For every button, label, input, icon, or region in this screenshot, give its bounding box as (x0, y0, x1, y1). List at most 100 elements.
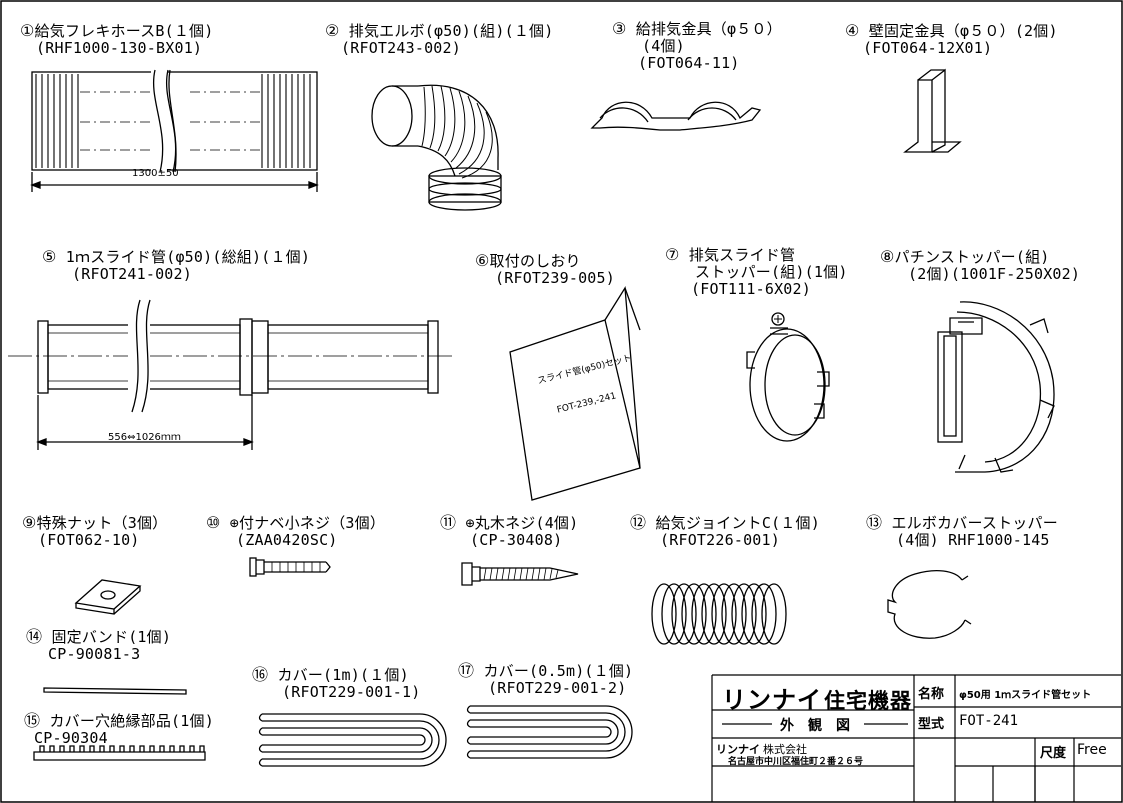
part-4-number: ④ (845, 21, 860, 40)
part-16-label: ⑯ カバー(1m)(１個) (RFOT229-001-1) (252, 666, 420, 701)
company-suffix: 株式会社 (763, 743, 807, 756)
wall-bracket-drawing (903, 68, 962, 153)
part-8-code: (2個)(1001F-250X02) (908, 265, 1081, 283)
title-block-grid (711, 674, 1121, 802)
part-3-qty: (4個) (642, 37, 685, 55)
part-2-code: (RFOT243-002) (341, 39, 461, 57)
part-12-name: 給気ジョイントC(１個) (655, 514, 820, 532)
part-17-number: ⑰ (458, 661, 475, 680)
part-3-label: ③ 給排気金具（φ５０） (4個) (FOT064-11) (612, 20, 782, 72)
part-13-label: ⑬ エルボカバーストッパー (4個) RHF1000-145 (866, 514, 1058, 549)
part-6-number: ⑥ (475, 251, 490, 270)
part-5-label: ⑤ 1ｍスライド管(φ50)(総組)(１個) (RFOT241-002) (42, 248, 310, 283)
slide-pipe-drawing (8, 299, 455, 450)
part-7-code: (FOT111-6X02) (691, 280, 811, 298)
name-value: φ50用 1ｍスライド管セット (959, 690, 1092, 701)
part-9-number: ⑨ (22, 513, 37, 532)
scale-label: 尺度 (1040, 746, 1067, 761)
part-16-code: (RFOT229-001-1) (282, 683, 421, 701)
part-12-label: ⑫ 給気ジョイントC(１個) (RFOT226-001) (630, 514, 820, 549)
part-9-name: 特殊ナット（3個） (36, 514, 168, 532)
part-10-number: ⑩ (206, 513, 221, 532)
part-9-code: (FOT062-10) (38, 531, 140, 549)
part-5-name: 1ｍスライド管(φ50)(総組)(１個) (65, 248, 311, 266)
part-17-label: ⑰ カバー(0.5m)(１個) (RFOT229-001-2) (458, 662, 633, 697)
brand-logo: リンナイ住宅機器 (722, 680, 912, 715)
company-address: 名古屋市中川区福住町２番２６号 (728, 757, 864, 767)
part-13-code: (4個) RHF1000-145 (896, 531, 1050, 549)
cover-1m-drawing (258, 713, 447, 767)
company-name: リンナイ株式会社 (716, 741, 807, 757)
brand-name: リンナイ (722, 686, 822, 714)
brand-subtitle: 住宅機器 (824, 689, 912, 713)
part-7-qty: ストッパー(組)(1個) (695, 263, 848, 281)
install-booklet-drawing (509, 285, 641, 501)
part-8-name: パチンストッパー(組) (894, 248, 1050, 266)
part-1-number: ① (20, 21, 35, 40)
company-brand: リンナイ (716, 743, 760, 756)
name-label: 名称 (918, 687, 945, 702)
part-14-code: CP-90081-3 (48, 645, 141, 663)
cover-05m-drawing (466, 705, 633, 759)
part-7-label: ⑦ 排気スライド管 ストッパー(組)(1個) (FOT111-6X02) (665, 246, 848, 298)
part-8-label: ⑧パチンストッパー(組) (2個)(1001F-250X02) (880, 248, 1080, 283)
part-1-name: 給気フレキホースB(１個) (34, 22, 214, 40)
part-16-number: ⑯ (252, 665, 269, 684)
part-3-number: ③ (612, 19, 627, 38)
air-joint-drawing (651, 583, 787, 645)
wood-screw-drawing (461, 562, 579, 586)
part-3-code: (FOT064-11) (638, 54, 740, 72)
part-2-label: ② 排気エルボ(φ50)(組)(１個) (RFOT243-002) (325, 22, 553, 57)
part-6-code: (RFOT239-005) (495, 269, 615, 287)
exhaust-bracket-drawing (590, 101, 762, 131)
part-1-code: (RHF1000-130-BX01) (36, 39, 203, 57)
part-5-code: (RFOT241-002) (72, 265, 192, 283)
part-3-name: 給排気金具（φ５０） (635, 20, 782, 38)
part-17-name: カバー(0.5m)(１個) (483, 662, 634, 680)
part-4-code: (FOT064-12X01) (863, 39, 993, 57)
elbow-cover-stopper-drawing (887, 569, 972, 639)
part-6-label: ⑥取付のしおり (RFOT239-005) (475, 252, 615, 287)
part-15-label: ⑮ カバー穴絶縁部品(1個) CP-90304 (24, 712, 214, 747)
part-6-name: 取付のしおり (489, 252, 581, 270)
insulator-drawing (33, 745, 206, 761)
model-value: FOT-241 (959, 713, 1019, 729)
part-5-number: ⑤ (42, 247, 57, 266)
part-11-label: ⑪ ⊕丸木ネジ(4個) (CP-30408) (440, 514, 578, 549)
model-label: 型式 (918, 717, 945, 732)
part-7-name: 排気スライド管 (688, 246, 796, 264)
part-10-name: ⊕付ナベ小ネジ（3個） (229, 514, 386, 532)
part-16-name: カバー(1m)(１個) (277, 666, 409, 684)
part-7-number: ⑦ (665, 245, 680, 264)
part-14-label: ⑭ 固定バンド(1個) CP-90081-3 (26, 628, 171, 663)
part-2-number: ② (325, 21, 340, 40)
part-14-number: ⑭ (26, 627, 43, 646)
fixing-band-drawing (43, 687, 187, 695)
part-12-number: ⑫ (630, 513, 647, 532)
part-11-code: (CP-30408) (470, 531, 563, 549)
slide-stopper-drawing (746, 312, 830, 442)
part-13-name: エルボカバーストッパー (891, 514, 1058, 532)
part-8-number: ⑧ (880, 247, 895, 266)
part-15-number: ⑮ (24, 711, 41, 730)
exhaust-elbow-drawing (371, 84, 502, 211)
part-4-label: ④ 壁固定金具（φ５０）(2個) (FOT064-12X01) (845, 22, 1058, 57)
part-11-name: ⊕丸木ネジ(4個) (465, 514, 579, 532)
part-15-name: カバー穴絶縁部品(1個) (49, 712, 214, 730)
snap-stopper-drawing (937, 301, 1055, 473)
pan-screw-drawing (249, 557, 331, 577)
part-1-label: ①給気フレキホースB(１個) (RHF1000-130-BX01) (20, 22, 214, 57)
part-4-name: 壁固定金具（φ５０）(2個) (868, 22, 1058, 40)
drawing-type: 外 観 図 (780, 718, 850, 734)
slide-range-dimension: 556⇔1026ｍｍ (108, 432, 181, 443)
part-9-label: ⑨特殊ナット（3個） (FOT062-10) (22, 514, 167, 549)
part-10-label: ⑩ ⊕付ナベ小ネジ（3個） (ZAA0420SC) (206, 514, 385, 549)
part-15-code: CP-90304 (34, 729, 108, 747)
part-10-code: (ZAA0420SC) (236, 531, 338, 549)
part-13-number: ⑬ (866, 513, 883, 532)
scale-value: Free (1077, 742, 1107, 758)
hose-length-dimension: 1300±50 (132, 168, 179, 179)
